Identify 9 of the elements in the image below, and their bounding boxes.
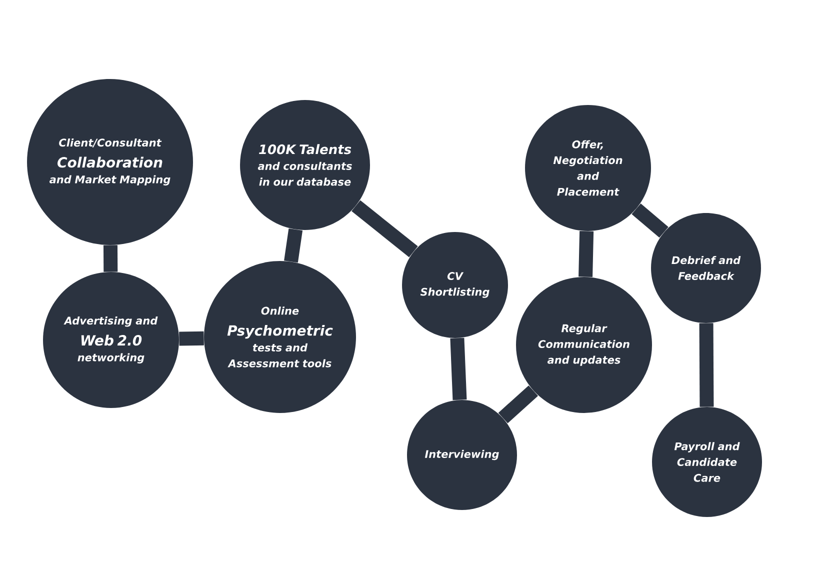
connector-line [179,331,204,346]
connector-line [450,338,467,400]
connector-line [578,231,594,277]
connector-line [352,200,418,258]
connector-line [632,204,668,238]
connector-line [284,228,303,263]
connector-line [699,323,714,407]
connector-line [498,385,538,424]
connector-line [103,245,118,272]
